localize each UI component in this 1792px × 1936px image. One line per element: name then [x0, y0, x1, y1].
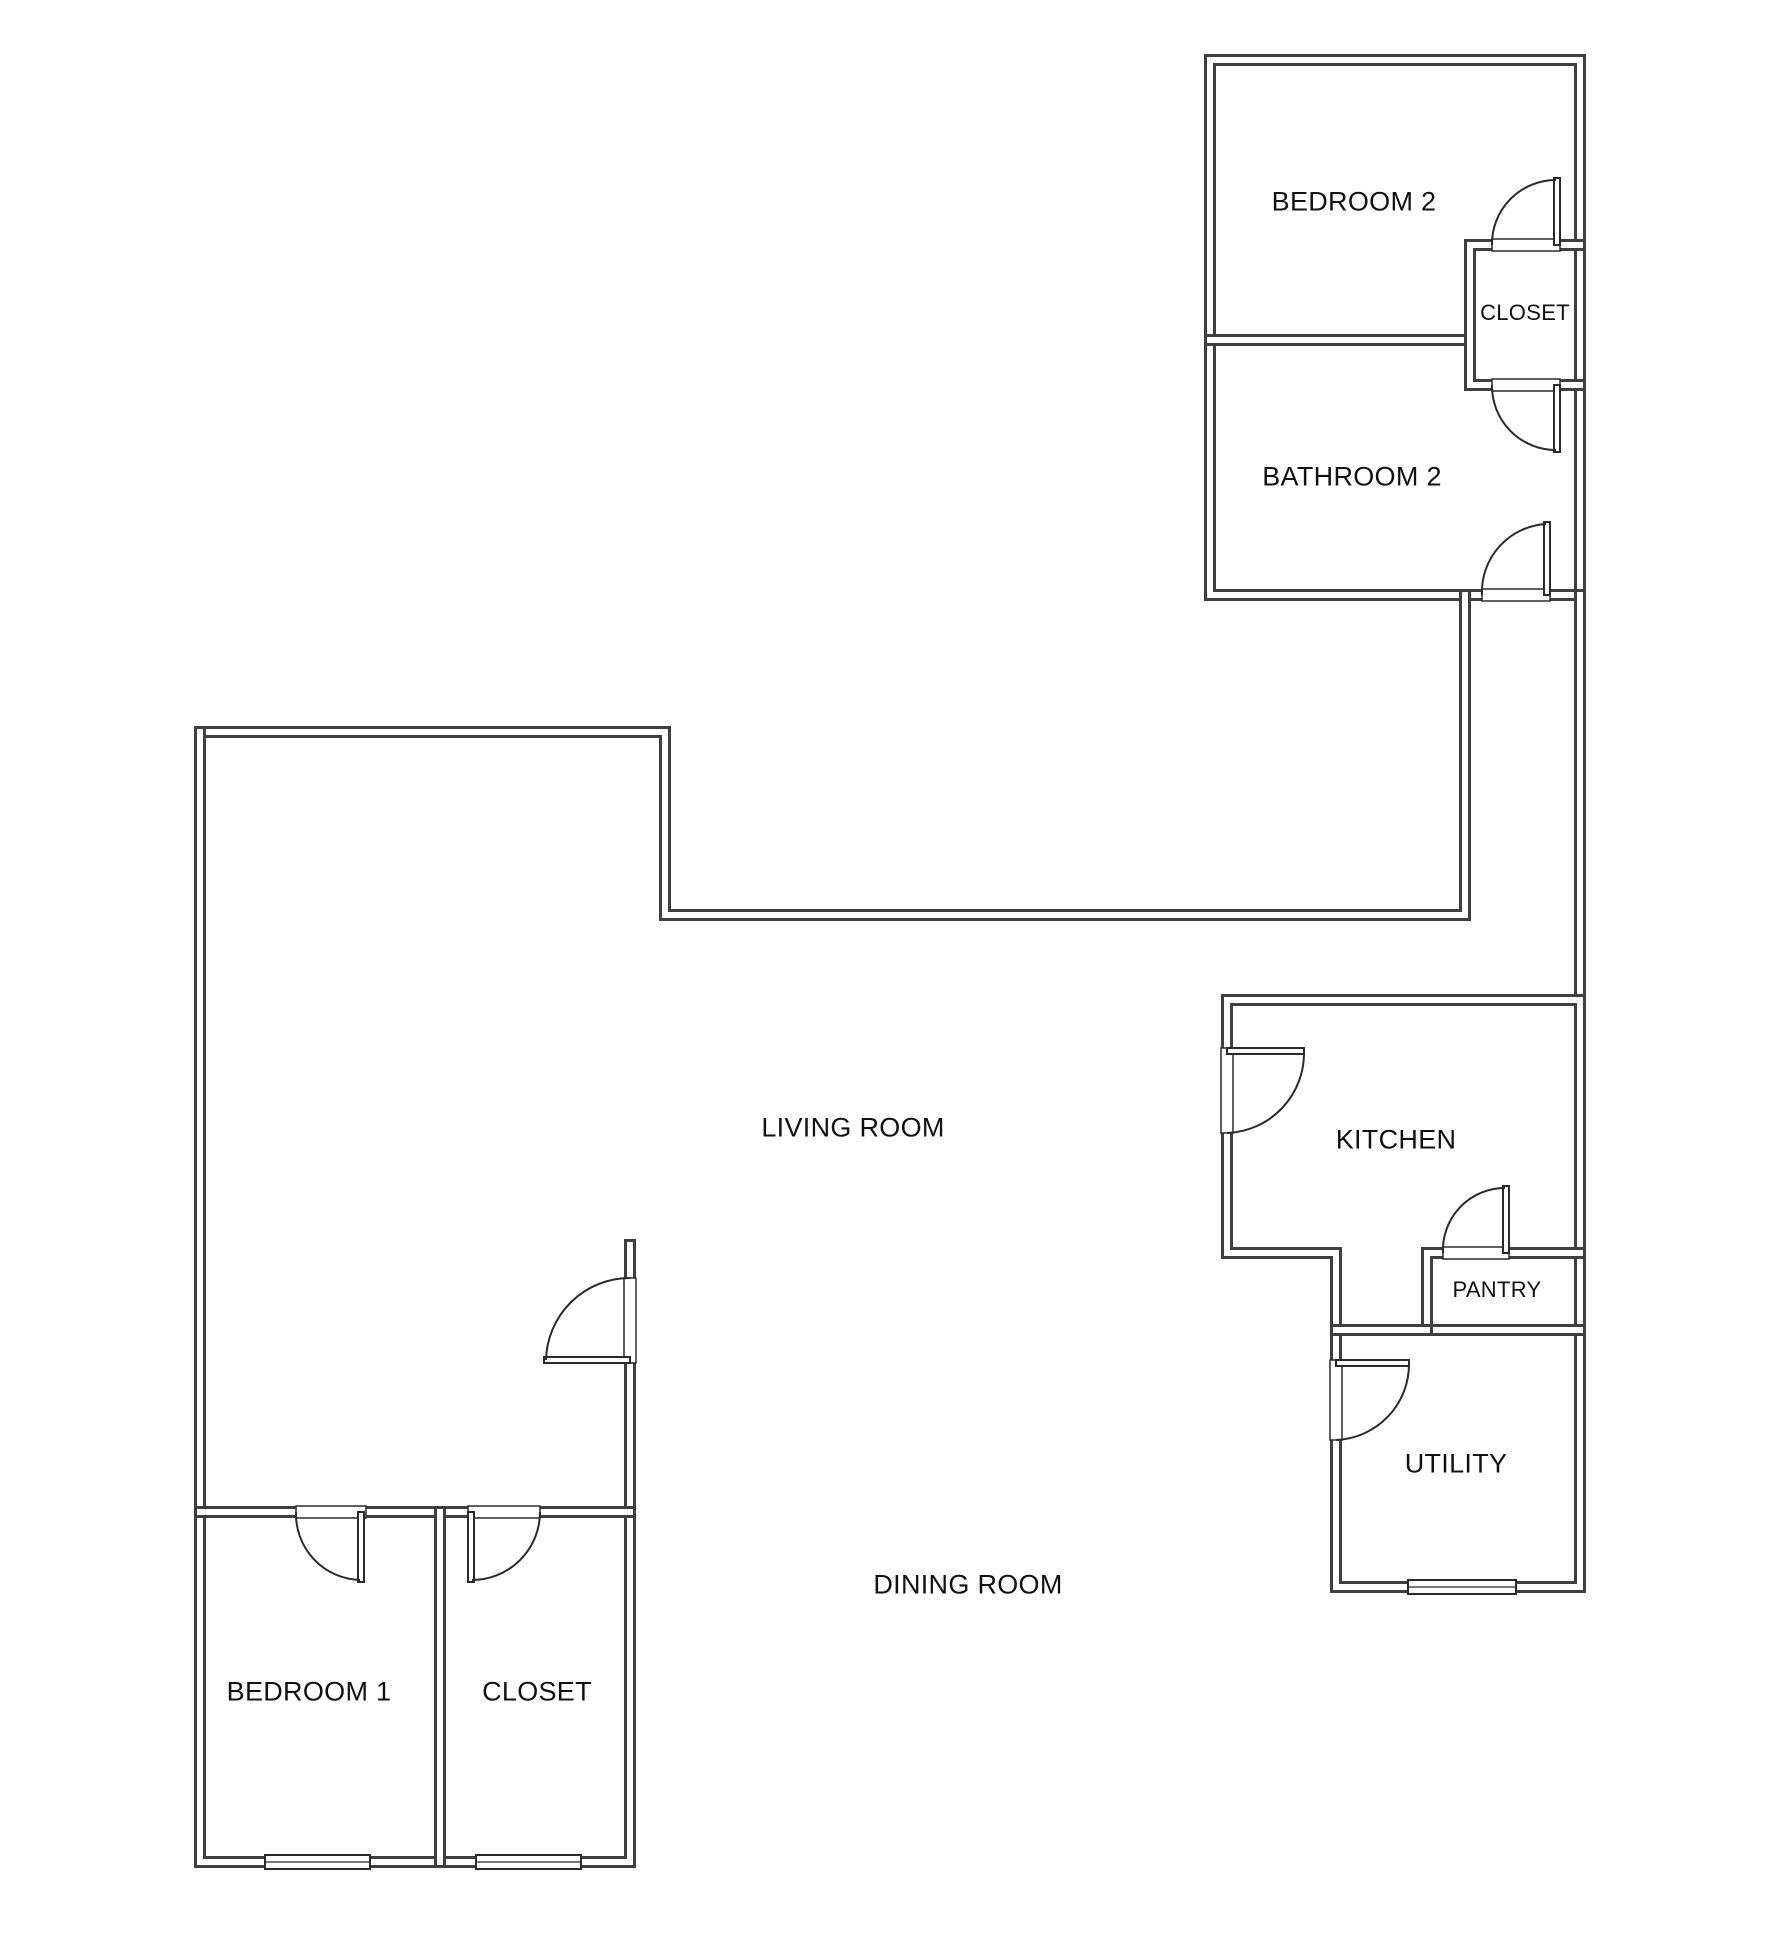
windows: [264, 1579, 1517, 1870]
room-label-bedroom1: BEDROOM 1: [226, 1676, 392, 1707]
window-utility: [1407, 1579, 1517, 1595]
room-label-closet: CLOSET: [482, 1676, 592, 1707]
doors: [294, 177, 1561, 1583]
room-label-closet-small: CLOSET: [1480, 300, 1570, 325]
room-label-utility: UTILITY: [1404, 1448, 1508, 1479]
door-kitchen: [1220, 1047, 1306, 1134]
room-label-pantry: PANTRY: [1452, 1277, 1542, 1302]
room-label-kitchen: KITCHEN: [1335, 1124, 1457, 1155]
door-living-hall: [543, 1277, 637, 1364]
door-bedroom1: [294, 1505, 367, 1583]
door-bedroom2-closet: [1490, 177, 1561, 252]
door-bathroom-closet: [1490, 378, 1561, 453]
window-bedroom1: [264, 1854, 371, 1870]
door-bathroom2: [1480, 521, 1551, 602]
room-label-dining-room: DINING ROOM: [873, 1569, 1063, 1600]
walls-left-block: [194, 726, 636, 1868]
door-closet: [467, 1505, 541, 1583]
walls-hallway: [194, 589, 1586, 1006]
room-label-living-room: LIVING ROOM: [761, 1112, 945, 1143]
room-label-bathroom2: BATHROOM 2: [1262, 461, 1442, 492]
room-label-bedroom2: BEDROOM 2: [1271, 186, 1437, 217]
window-closet: [475, 1854, 582, 1870]
walls-upper-block: [1204, 54, 1586, 601]
door-pantry: [1441, 1185, 1510, 1260]
door-utility: [1329, 1359, 1411, 1441]
